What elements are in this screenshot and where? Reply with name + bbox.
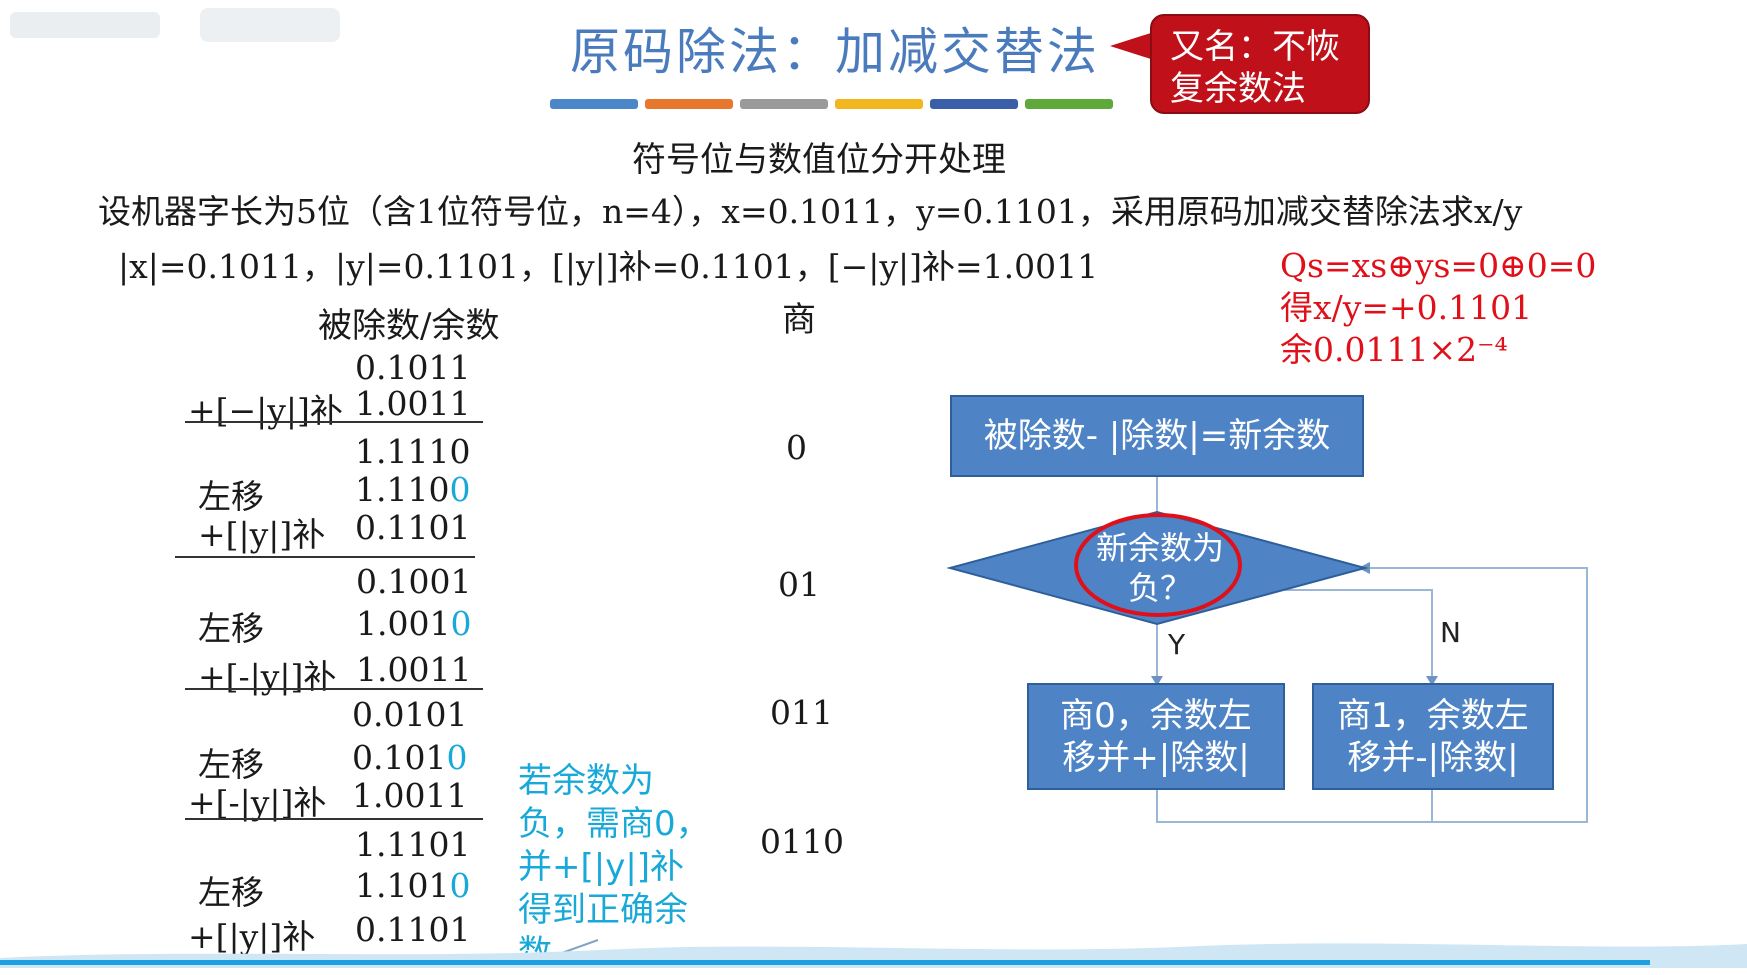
flow-box-quotient-1: 商1，余数左移并-|除数| bbox=[1312, 683, 1554, 790]
title-underline-gray bbox=[740, 99, 828, 109]
row-label: +[−|y|]补 bbox=[188, 391, 343, 430]
decision-diamond bbox=[946, 510, 1369, 626]
row-value: 1.0011 bbox=[355, 384, 471, 423]
divider-line bbox=[185, 688, 483, 690]
result-quotient: 得x/y=+0.1101 bbox=[1280, 288, 1533, 327]
result-remainder: 余0.0111×2⁻⁴ bbox=[1280, 330, 1508, 369]
flow-box-quotient-0: 商0，余数左移并+|除数| bbox=[1027, 683, 1285, 790]
callout-pointer bbox=[1110, 32, 1154, 60]
row-value: 0.1001 bbox=[356, 562, 472, 601]
result-block: Qs=xs⊕ys=0⊕0=0 得x/y=+0.1101 余0.0111×2⁻⁴ bbox=[1280, 245, 1596, 371]
row-value: 1.0011 bbox=[352, 776, 468, 815]
red-circle-annotation bbox=[1074, 513, 1242, 617]
row-label: +[|y|]补 bbox=[188, 917, 316, 956]
title-underline-navy bbox=[930, 99, 1018, 109]
row-label: +[|y|]补 bbox=[198, 515, 326, 554]
flow-label-no: N bbox=[1440, 616, 1461, 649]
row-value: 0.1010 bbox=[352, 738, 468, 777]
bottom-wave-decoration bbox=[0, 943, 1747, 968]
divider-line bbox=[185, 421, 483, 423]
quotient-value: 0 bbox=[786, 428, 807, 467]
divider-line bbox=[175, 556, 475, 558]
subtitle: 符号位与数值位分开处理 bbox=[632, 140, 1006, 180]
row-value: 0.0101 bbox=[352, 695, 468, 734]
divider-line bbox=[185, 818, 483, 820]
given-values: |x|=0.1011，|y|=0.1101，[|y|]补=0.1101，[−|y… bbox=[118, 247, 1099, 286]
quotient-value: 0110 bbox=[760, 822, 844, 861]
row-value: 1.0011 bbox=[356, 650, 472, 689]
row-value: 1.1110 bbox=[355, 432, 471, 471]
negative-remainder-note: 若余数为负，需商0，并+[|y|]补得到正确余数 bbox=[518, 761, 710, 973]
title-underline-orange bbox=[645, 99, 733, 109]
quotient-value: 011 bbox=[770, 693, 833, 732]
title-underline-blue bbox=[550, 99, 638, 109]
row-value: 0.1101 bbox=[355, 508, 471, 547]
row-label: 左移 bbox=[198, 609, 264, 648]
row-value: 0.1101 bbox=[355, 910, 471, 949]
row-value: 1.1100 bbox=[355, 470, 471, 509]
flow-label-yes: Y bbox=[1168, 628, 1186, 661]
row-label: +[-|y|]补 bbox=[188, 783, 327, 822]
row-label: 左移 bbox=[198, 873, 264, 912]
row-value: 0.1011 bbox=[355, 348, 471, 387]
row-label: 左移 bbox=[198, 477, 264, 516]
page-title: 原码除法：加减交替法 bbox=[570, 23, 1100, 81]
title-underline-yellow bbox=[835, 99, 923, 109]
problem-statement: 设机器字长为5位（含1位符号位，n=4），x=0.1011，y=0.1101，采… bbox=[98, 192, 1523, 231]
row-value: 1.0010 bbox=[356, 604, 472, 643]
row-value: 1.1010 bbox=[355, 866, 471, 905]
header-dividend-remainder: 被除数/余数 bbox=[318, 306, 500, 346]
quotient-value: 01 bbox=[778, 565, 820, 604]
flow-decision-text: 新余数为负？ bbox=[1095, 529, 1224, 607]
row-label: 左移 bbox=[198, 745, 264, 784]
title-underline-green bbox=[1025, 99, 1113, 109]
callout-alt-name: 又名：不恢复余数法 bbox=[1150, 14, 1370, 114]
header-quotient: 商 bbox=[782, 300, 816, 340]
bilibili-logo bbox=[10, 8, 340, 42]
row-value: 1.1101 bbox=[355, 825, 471, 864]
flow-box-subtract: 被除数- |除数|=新余数 bbox=[950, 395, 1364, 477]
result-sign: Qs=xs⊕ys=0⊕0=0 bbox=[1280, 246, 1597, 285]
